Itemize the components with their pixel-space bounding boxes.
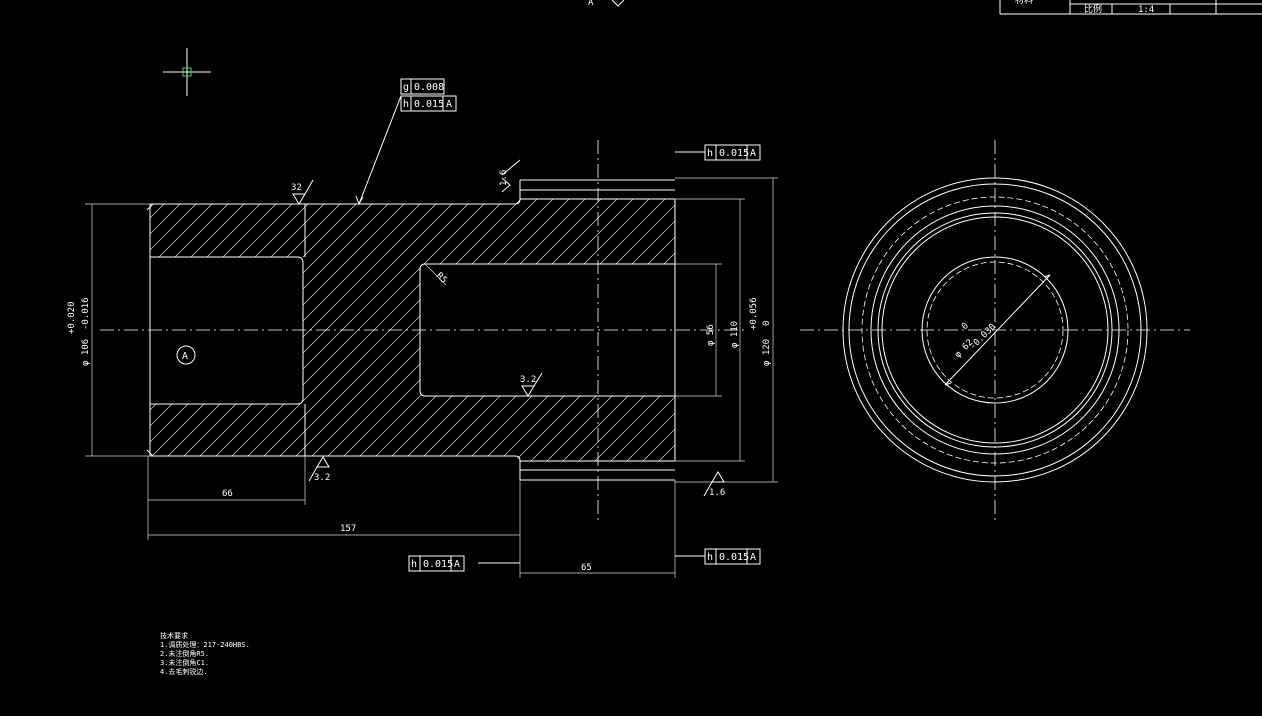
note-line: 2.未注倒角R5.: [160, 650, 210, 658]
svg-text:0.015: 0.015: [719, 148, 749, 159]
svg-text:h: h: [707, 148, 713, 159]
svg-text:0.015: 0.015: [414, 99, 444, 110]
hatch-line: [150, 199, 291, 461]
hatch-line: [150, 199, 195, 461]
roughness-bottom-step: 3.2: [314, 473, 330, 483]
svg-text:A: A: [446, 99, 452, 110]
title-block-text-3: 1:4: [1138, 5, 1154, 15]
dim-dia-106: φ 106: [81, 339, 91, 366]
roughness-symbols: 32 1.6 3.2 3.2 1.6: [291, 159, 725, 498]
roughness-bottom-flange: 1.6: [709, 488, 725, 498]
dim-dia-56: φ 56: [706, 324, 716, 346]
svg-text:A: A: [182, 351, 188, 362]
end-view: [842, 177, 1148, 483]
gdt-frame-top-left: g 0.008 h 0.015 A: [355, 78, 457, 206]
note-line: 3.未注倒角C1.: [160, 659, 210, 667]
tol-left-upper: +0.020: [67, 301, 77, 334]
svg-text:0.015: 0.015: [719, 552, 749, 563]
datum-a-marker: A: [176, 345, 196, 365]
hatch-line: [585, 199, 675, 461]
svg-text:h: h: [707, 552, 713, 563]
tol-right-upper: +0.056: [749, 297, 759, 330]
hatch-line: [150, 199, 243, 461]
technical-notes: 技术要求 1.调质处理：217-240HBS. 2.未注倒角R5. 3.未注倒角…: [160, 632, 250, 677]
svg-text:h: h: [403, 99, 409, 110]
dim-65: 65: [581, 563, 592, 573]
note-line: 4.去毛刺锐边.: [160, 668, 208, 676]
gdt-frame-top-right: h 0.015 A: [675, 144, 761, 161]
gdt-frame-bottom-right: h 0.015 A: [675, 548, 761, 565]
title-block-text-2: 比例: [1084, 3, 1102, 15]
circle-tol-upper: 0: [960, 321, 971, 332]
hatch-line: [150, 199, 275, 461]
hatch-line: [649, 199, 675, 461]
hatch-line: [601, 199, 675, 461]
svg-text:A: A: [750, 552, 756, 563]
hatch-line: [150, 199, 211, 461]
dim-66: 66: [222, 489, 233, 499]
hatch-line: [150, 199, 227, 461]
svg-text:A: A: [750, 148, 756, 159]
dim-radius: R5: [434, 271, 449, 286]
svg-text:0.015: 0.015: [423, 559, 453, 570]
hatch-line: [617, 199, 675, 461]
hatch-line: [150, 199, 259, 461]
tol-right-lower: 0: [762, 321, 772, 326]
title-block: 材料 比例 1:4: [999, 0, 1262, 15]
circle-tol-lower: -0.030: [968, 322, 998, 352]
svg-text:0.008: 0.008: [414, 82, 444, 93]
note-line: 1.调质处理：217-240HBS.: [160, 641, 250, 649]
dim-dia-110: φ 110: [730, 321, 740, 348]
note-line: 技术要求: [160, 632, 188, 640]
tol-left-lower: -0.016: [81, 297, 91, 330]
svg-text:A: A: [588, 0, 594, 8]
roughness-inner-bore: 3.2: [520, 375, 536, 385]
title-block-text-1: 材料: [1015, 0, 1033, 6]
dim-dia-120: φ 120: [762, 339, 772, 366]
gdt-frame-bottom-left: h 0.015 A: [408, 555, 520, 572]
dim-157: 157: [340, 524, 356, 534]
hatch-line: [569, 199, 675, 461]
dimension-lines: [85, 177, 778, 578]
center-lines: [100, 140, 1190, 520]
svg-text:g: g: [403, 82, 409, 93]
dimension-texts: 66 157 65 φ 106 +0.020 -0.016 φ 56 φ 110…: [67, 263, 998, 573]
svg-text:h: h: [411, 559, 417, 570]
roughness-top-flange: 1.6: [499, 170, 509, 186]
hatch-line: [553, 199, 675, 461]
roughness-top-left: 32: [291, 183, 302, 193]
svg-text:A: A: [454, 559, 460, 570]
hatch-line: [537, 199, 675, 461]
top-section-label: A: [588, 0, 625, 8]
cursor-crosshair-icon: [163, 48, 211, 96]
